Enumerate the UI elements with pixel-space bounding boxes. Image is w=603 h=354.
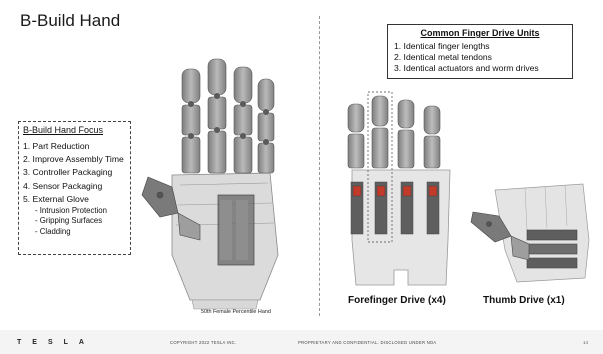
forefinger-caption: Forefinger Drive (x4) — [348, 295, 446, 306]
page-number: 14 — [583, 340, 588, 345]
common-finger-drive-box: Common Finger Drive Units 1. Identical f… — [387, 24, 573, 79]
focus-item: 2. Improve Assembly Time — [23, 153, 126, 166]
thumb-drive-illustration — [465, 180, 595, 290]
common-title: Common Finger Drive Units — [394, 28, 566, 38]
focus-title: B-Build Hand Focus — [23, 125, 126, 135]
common-item: 3. Identical actuators and worm drives — [394, 63, 566, 74]
focus-list: 1. Part Reduction 2. Improve Assembly Ti… — [23, 140, 126, 206]
focus-subitem: - Intrusion Protection — [35, 206, 126, 216]
b-build-hand-illustration — [120, 55, 320, 310]
focus-subitem: - Gripping Surfaces — [35, 216, 126, 226]
slide-title: B-Build Hand — [20, 11, 120, 31]
focus-item: 4. Sensor Packaging — [23, 180, 126, 193]
b-build-hand-focus-box: B-Build Hand Focus 1. Part Reduction 2. … — [18, 121, 131, 255]
common-item: 2. Identical metal tendons — [394, 52, 566, 63]
thumb-caption: Thumb Drive (x1) — [483, 295, 565, 306]
tesla-logo: TESLA — [17, 339, 95, 346]
forefinger-drive-illustration — [338, 90, 458, 290]
focus-item: 5. External Glove — [23, 193, 126, 206]
focus-item: 1. Part Reduction — [23, 140, 126, 153]
hand-caption: 50th Female Percentile Hand — [201, 309, 271, 315]
footer-confidential: PROPRIETARY AND CONFIDENTIAL. DISCLOSED … — [298, 340, 437, 345]
common-item: 1. Identical finger lengths — [394, 41, 566, 52]
external-glove-sublist: - Intrusion Protection - Gripping Surfac… — [35, 206, 126, 237]
focus-subitem: - Cladding — [35, 227, 126, 237]
footer-copyright: COPYRIGHT 2022 TESLA INC. — [170, 340, 236, 345]
common-list: 1. Identical finger lengths 2. Identical… — [394, 41, 566, 73]
focus-item: 3. Controller Packaging — [23, 166, 126, 179]
